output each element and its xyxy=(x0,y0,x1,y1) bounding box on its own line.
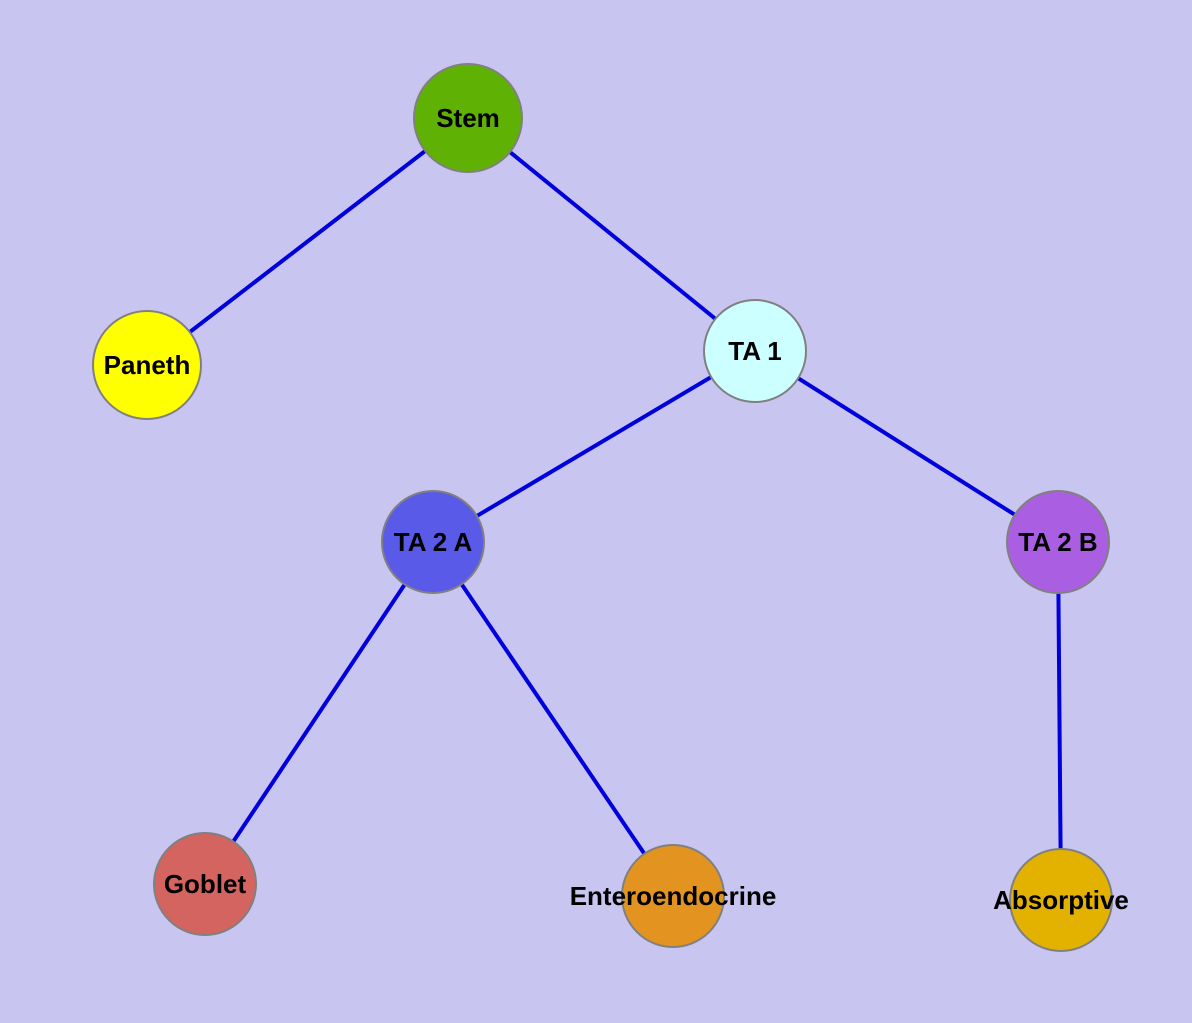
node-ta-2-a[interactable]: TA 2 A xyxy=(381,490,485,594)
node-ta-2-b-label: TA 2 B xyxy=(1018,526,1098,557)
edge-ta2b-absorptive xyxy=(1056,541,1063,901)
node-paneth[interactable]: Paneth xyxy=(92,310,202,420)
node-enteroendocrine[interactable]: Enteroendocrine xyxy=(570,844,776,948)
node-goblet[interactable]: Goblet xyxy=(153,832,257,936)
node-ta-2-a-label: TA 2 A xyxy=(393,526,473,557)
edge-ta1-ta2b xyxy=(753,349,1060,544)
node-stem-label: Stem xyxy=(436,102,500,133)
node-paneth-label: Paneth xyxy=(103,349,191,380)
node-absorptive[interactable]: Absorptive xyxy=(993,848,1129,952)
node-absorptive-label: Absorptive xyxy=(993,884,1129,915)
node-stem[interactable]: Stem xyxy=(413,63,523,173)
node-goblet-label: Goblet xyxy=(163,868,247,899)
edge-ta2a-goblet xyxy=(203,540,435,886)
node-ta-2-b[interactable]: TA 2 B xyxy=(1006,490,1110,594)
edge-stem-ta1 xyxy=(466,116,757,353)
edge-ta2a-enteroendocrine xyxy=(431,540,675,898)
edge-ta1-ta2a xyxy=(431,349,757,544)
edge-stem-paneth xyxy=(145,116,470,367)
node-ta-1-label: TA 1 xyxy=(728,335,782,366)
node-ta-1[interactable]: TA 1 xyxy=(703,299,807,403)
